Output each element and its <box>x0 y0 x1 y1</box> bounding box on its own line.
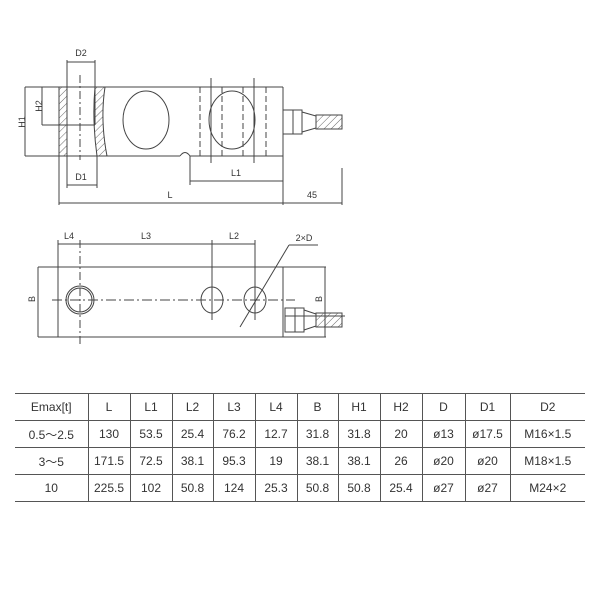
svg-text:H2: H2 <box>34 100 44 112</box>
table-cell: 50.8 <box>296 474 338 502</box>
table-cell: 31.8 <box>296 420 338 448</box>
header-cell: L <box>87 393 130 421</box>
svg-text:L4: L4 <box>64 231 74 241</box>
table-cell: 25.4 <box>171 420 213 448</box>
side-view-labels: D2 H1 H2 D1 L1 L 45 <box>17 48 317 200</box>
table-cell: ø27 <box>464 474 510 502</box>
header-cell: L3 <box>212 393 255 421</box>
header-cell: Emax[t] <box>15 393 88 421</box>
table-cell: 50.8 <box>337 474 380 502</box>
header-cell: D1 <box>464 393 510 421</box>
top-view <box>37 240 345 345</box>
svg-text:D2: D2 <box>75 48 87 58</box>
table-cell: 0.5～2.5 <box>15 420 88 448</box>
header-cell: B <box>296 393 338 421</box>
svg-text:B: B <box>27 296 37 302</box>
table-cell: 38.1 <box>337 447 380 475</box>
table-row: 3～5 171.5 72.5 38.1 95.3 19 38.1 38.1 26… <box>15 447 585 475</box>
svg-text:D1: D1 <box>75 172 87 182</box>
table-cell: ø13 <box>421 420 465 448</box>
table-cell: M18×1.5 <box>509 447 585 475</box>
table-cell: 10 <box>15 474 88 502</box>
header-cell: D <box>421 393 465 421</box>
header-cell: D2 <box>509 393 585 421</box>
table-cell: ø20 <box>421 447 465 475</box>
table-header-row: Emax[t] L L1 L2 L3 L4 B H1 H2 D D1 D2 <box>15 393 585 421</box>
side-view <box>24 60 343 205</box>
table-cell: 38.1 <box>171 447 213 475</box>
table-cell: 12.7 <box>254 420 297 448</box>
table-cell: ø17.5 <box>464 420 510 448</box>
top-view-labels: L4 L3 L2 2×D B B <box>27 231 324 302</box>
table-cell: 20 <box>379 420 422 448</box>
header-cell: L2 <box>171 393 213 421</box>
table-cell: 102 <box>129 474 172 502</box>
table-cell: 130 <box>87 420 130 448</box>
table-cell: 26 <box>379 447 422 475</box>
svg-text:B: B <box>314 296 324 302</box>
table-cell: 50.8 <box>171 474 213 502</box>
table-cell: 19 <box>254 447 297 475</box>
svg-text:H1: H1 <box>17 116 27 128</box>
svg-text:L3: L3 <box>141 231 151 241</box>
svg-text:2×D: 2×D <box>296 233 313 243</box>
table-cell: ø20 <box>464 447 510 475</box>
table-cell: 171.5 <box>87 447 130 475</box>
table-cell: M24×2 <box>509 474 585 502</box>
svg-text:L: L <box>167 190 172 200</box>
table-cell: 72.5 <box>129 447 172 475</box>
table-cell: M16×1.5 <box>509 420 585 448</box>
header-cell: L1 <box>129 393 172 421</box>
table-cell: 31.8 <box>337 420 380 448</box>
header-cell: H2 <box>379 393 422 421</box>
header-cell: H1 <box>337 393 380 421</box>
specification-table: Emax[t] L L1 L2 L3 L4 B H1 H2 D D1 D2 0.… <box>15 393 585 502</box>
table-cell: 25.3 <box>254 474 297 502</box>
svg-text:L2: L2 <box>229 231 239 241</box>
svg-text:45: 45 <box>307 190 317 200</box>
table-cell: 225.5 <box>87 474 130 502</box>
table-cell: 124 <box>212 474 255 502</box>
svg-text:L1: L1 <box>231 168 241 178</box>
table-cell: 95.3 <box>212 447 255 475</box>
header-cell: L4 <box>254 393 297 421</box>
table-cell: 53.5 <box>129 420 172 448</box>
table-row: 0.5～2.5 130 53.5 25.4 76.2 12.7 31.8 31.… <box>15 420 585 448</box>
table-cell: 38.1 <box>296 447 338 475</box>
table-cell: 3～5 <box>15 447 88 475</box>
table-cell: 25.4 <box>379 474 422 502</box>
table-cell: 76.2 <box>212 420 255 448</box>
load-cell-drawing: D2 H1 H2 D1 L1 L 45 L4 L3 L <box>17 48 345 345</box>
table-row: 10 225.5 102 50.8 124 25.3 50.8 50.8 25.… <box>15 474 585 502</box>
table-cell: ø27 <box>421 474 465 502</box>
